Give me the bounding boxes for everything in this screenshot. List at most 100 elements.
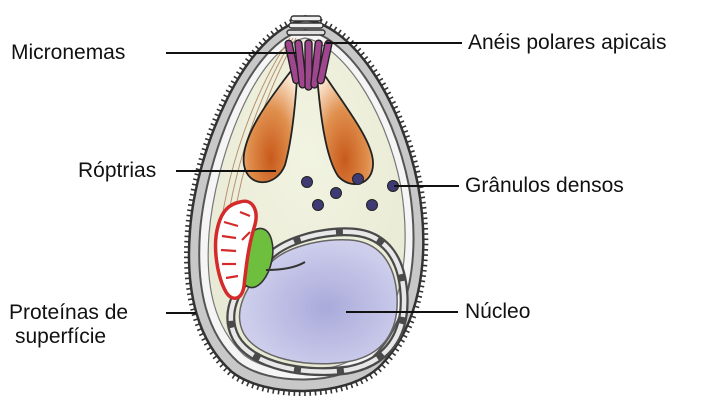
surface-protein-tick: [275, 28, 278, 32]
surface-protein-tick: [400, 340, 404, 343]
surface-protein-tick: [224, 95, 228, 97]
surface-protein-tick: [199, 333, 204, 335]
surface-protein-tick: [226, 90, 230, 92]
surface-protein-tick: [234, 76, 238, 79]
surface-protein-tick: [391, 102, 396, 104]
surface-protein-tick: [224, 368, 228, 372]
surface-protein-tick: [326, 389, 327, 394]
surface-protein-tick: [278, 389, 279, 394]
surface-protein-tick: [259, 42, 263, 46]
surface-protein-tick: [285, 22, 287, 26]
surface-protein-tick: [395, 348, 399, 351]
surface-protein-tick: [381, 83, 385, 86]
surface-protein-tick: [373, 70, 377, 73]
surface-protein-tick: [256, 46, 260, 49]
surface-protein-tick: [280, 25, 283, 29]
surface-protein-tick: [420, 197, 425, 198]
surface-protein-tick: [187, 215, 192, 216]
surface-protein-tick: [379, 78, 383, 81]
surface-protein-tick: [193, 179, 198, 180]
surface-protein-tick: [239, 67, 243, 70]
surface-protein-tick: [419, 192, 424, 193]
surface-protein-tick: [361, 379, 363, 384]
surface-protein-tick: [378, 368, 381, 372]
surface-protein-tick: [189, 200, 194, 201]
surface-protein-tick: [228, 371, 231, 375]
surface-protein-tick: [329, 24, 332, 28]
label-proteinas-line1: Proteínas de: [9, 301, 128, 325]
label-roptrias: Róptrias: [78, 159, 156, 183]
surface-protein-tick: [237, 377, 240, 381]
surface-protein-tick: [321, 390, 322, 395]
surface-protein-tick: [389, 97, 394, 99]
surface-protein-tick: [242, 380, 244, 385]
surface-protein-tick: [418, 182, 423, 183]
surface-protein-tick: [418, 291, 423, 292]
surface-protein-tick: [189, 304, 194, 305]
surface-protein-tick: [361, 52, 365, 55]
surface-protein-tick: [242, 63, 246, 66]
surface-protein-tick: [389, 357, 393, 360]
surface-protein-tick: [392, 353, 396, 356]
surface-protein-tick: [364, 57, 368, 60]
surface-protein-tick: [190, 194, 195, 195]
surface-protein-tick: [419, 286, 424, 287]
surface-protein-tick: [346, 37, 349, 41]
surface-protein-tick: [374, 371, 377, 375]
surface-protein-tick: [367, 61, 371, 64]
surface-protein-tick: [422, 213, 427, 214]
surface-protein-tick: [187, 210, 192, 211]
surface-protein-tick: [421, 276, 426, 277]
surface-protein-tick: [271, 31, 274, 35]
surface-protein-tick: [415, 171, 420, 172]
surface-protein-tick: [207, 347, 211, 350]
surface-protein-tick: [357, 48, 361, 51]
surface-protein-tick: [331, 389, 332, 394]
surface-protein-tick: [188, 299, 193, 300]
surface-protein-tick: [398, 344, 402, 347]
surface-protein-tick: [217, 109, 222, 111]
surface-protein-tick: [219, 104, 224, 106]
surface-protein-tick: [365, 377, 367, 381]
surface-protein-tick: [247, 382, 249, 387]
surface-protein-tick: [188, 205, 193, 206]
surface-protein-tick: [421, 202, 426, 203]
surface-protein-tick: [246, 59, 250, 62]
surface-protein-tick: [192, 184, 197, 185]
surface-protein-tick: [221, 100, 226, 102]
surface-protein-tick: [342, 33, 345, 37]
surface-protein-tick: [354, 44, 358, 48]
surface-protein-tick: [232, 374, 235, 378]
surface-protein-tick: [191, 189, 196, 190]
label-micronemas: Micronemas: [11, 41, 125, 65]
surface-protein-tick: [186, 221, 191, 222]
surface-protein-tick: [376, 74, 380, 77]
surface-protein-tick: [186, 283, 191, 284]
surface-protein-tick: [263, 38, 267, 42]
surface-protein-tick: [267, 35, 270, 39]
surface-protein-tick: [325, 21, 327, 25]
surface-protein-tick: [204, 343, 208, 345]
label-proteinas-line2: superfície: [15, 325, 106, 349]
surface-protein-tick: [386, 92, 391, 94]
surface-protein-tick: [210, 352, 214, 355]
surface-protein-tick: [370, 65, 374, 68]
surface-protein-tick: [420, 281, 425, 282]
surface-protein-tick: [421, 208, 426, 209]
surface-protein-tick: [416, 176, 421, 177]
apical-polar-rings: [287, 16, 325, 35]
surface-protein-tick: [273, 389, 274, 394]
surface-protein-tick: [422, 271, 427, 272]
surface-protein-tick: [370, 374, 373, 378]
label-nucleo: Núcleo: [465, 300, 530, 324]
surface-protein-tick: [405, 330, 410, 332]
surface-protein-tick: [384, 88, 388, 90]
surface-protein-tick: [403, 335, 407, 337]
surface-protein-tick: [213, 356, 217, 359]
surface-protein-tick: [220, 364, 224, 367]
surface-protein-tick: [202, 338, 207, 340]
surface-protein-tick: [186, 289, 191, 290]
surface-protein-tick: [422, 265, 427, 266]
surface-protein-tick: [231, 81, 235, 84]
